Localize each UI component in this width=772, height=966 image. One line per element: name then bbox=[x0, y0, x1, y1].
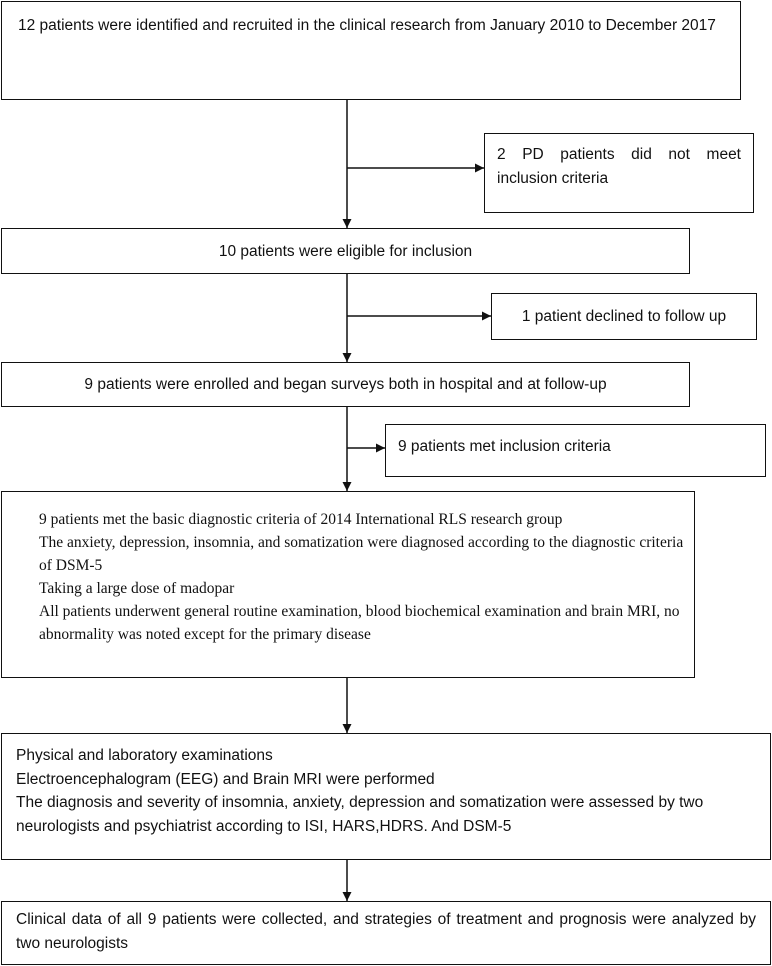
examinations-line-1: Physical and laboratory examinations bbox=[16, 747, 273, 764]
examinations-line-3: The diagnosis and severity of insomnia, … bbox=[16, 794, 704, 835]
node-examinations: Physical and laboratory examinations Ele… bbox=[1, 733, 771, 860]
node-declined: 1 patient declined to follow up bbox=[491, 293, 757, 340]
node-excluded-pd: 2 PD patients did not meet inclusion cri… bbox=[484, 133, 754, 213]
node-collected: Clinical data of all 9 patients were col… bbox=[1, 901, 771, 965]
diagnostic-line-4: All patients underwent general routine e… bbox=[39, 603, 680, 643]
node-enrolled: 9 patients were enrolled and began surve… bbox=[1, 362, 690, 407]
examinations-line-2: Electroencephalogram (EEG) and Brain MRI… bbox=[16, 770, 435, 788]
diagnostic-line-2: The anxiety, depression, insomnia, and s… bbox=[39, 534, 684, 574]
node-met-criteria: 9 patients met inclusion criteria bbox=[385, 424, 766, 477]
node-identified: 12 patients were identified and recruite… bbox=[1, 1, 741, 100]
node-diagnostic: 9 patients met the basic diagnostic crit… bbox=[1, 491, 695, 678]
diagnostic-line-1: 9 patients met the basic diagnostic crit… bbox=[39, 511, 563, 528]
diagnostic-line-3: Taking a large dose of madopar bbox=[39, 580, 235, 597]
node-eligible: 10 patients were eligible for inclusion bbox=[1, 228, 690, 274]
